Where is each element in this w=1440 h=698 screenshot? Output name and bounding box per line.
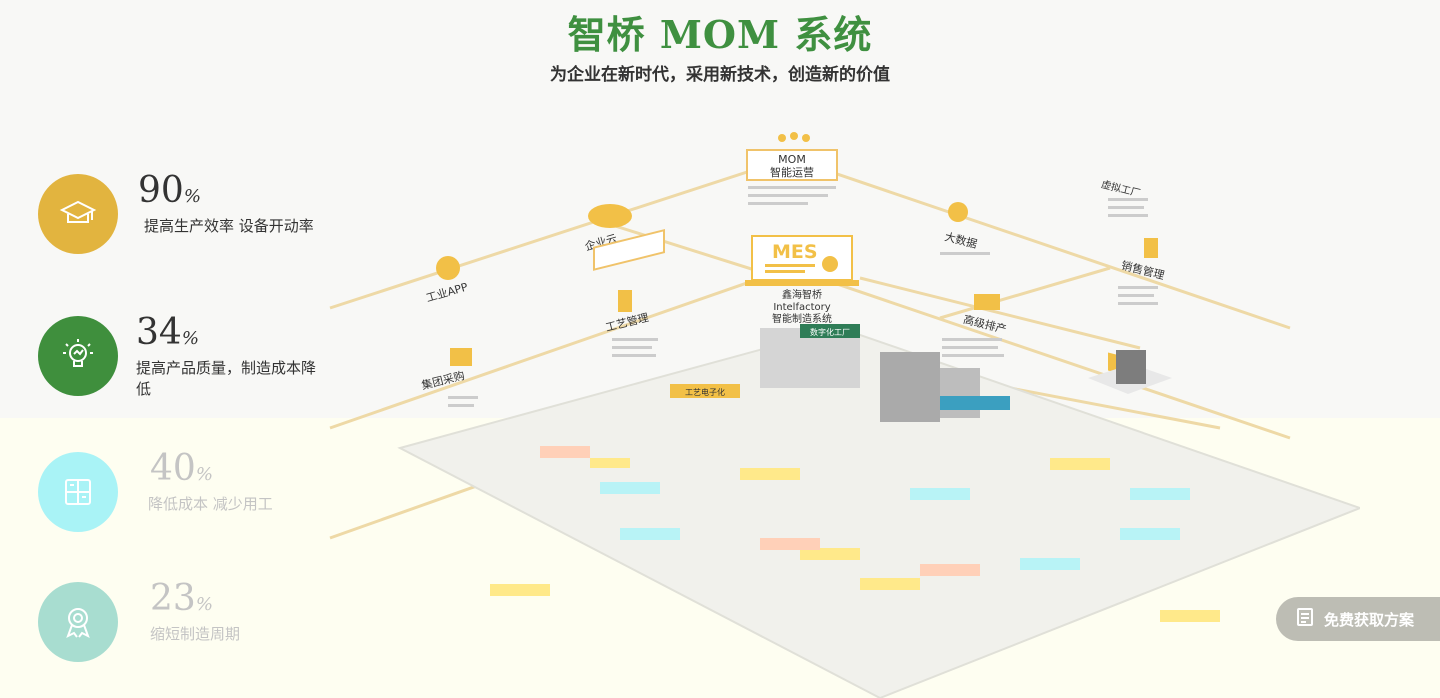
mom-system-diagram: MOM 智能运营 MES 鑫海智桥 Intelfactory 智能制造系统 企业… (329, 132, 1360, 698)
mom-subtitle: 智能运营 (770, 165, 814, 179)
stat-value: 34% (136, 312, 199, 353)
mes-line2: Intelfactory (773, 302, 830, 313)
stat-cycle: 23% 缩短制造周期 (38, 578, 338, 664)
lightbulb-icon (38, 316, 118, 396)
document-icon (1296, 607, 1314, 631)
svg-text:工艺管理: 工艺管理 (604, 310, 650, 334)
node-big-data: 大数据 (940, 202, 990, 255)
node-process-management: 工艺管理 (593, 228, 665, 357)
get-free-plan-button[interactable]: 免费获取方案 (1276, 597, 1440, 641)
svg-text:高级排产: 高级排产 (962, 312, 1008, 336)
mes-card: MES 鑫海智桥 Intelfactory 智能制造系统 (745, 235, 859, 325)
mes-line3: 智能制造系统 (772, 312, 832, 325)
mom-title: MOM (778, 153, 806, 166)
svg-text:工业APP: 工业APP (425, 280, 470, 304)
page-title: 智桥 MOM 系统 (567, 12, 873, 57)
stat-efficiency: 90% 提高生产效率 设备开动率 (38, 170, 338, 256)
stat-description: 降低成本 减少用工 (148, 495, 273, 513)
mom-card: MOM 智能运营 (746, 132, 838, 205)
stat-description: 缩短制造周期 (150, 625, 241, 643)
stat-value: 23% (150, 578, 213, 619)
stat-cost: 40% 降低成本 减少用工 (38, 448, 338, 534)
building-icon (1088, 350, 1172, 394)
mes-title: MES (772, 241, 818, 263)
stat-value: 40% (150, 448, 213, 489)
mes-line1: 鑫海智桥 (782, 288, 822, 301)
factory-floor: 数字化工厂 工艺电子化 (397, 324, 1360, 698)
stat-value: 90% (138, 170, 201, 211)
svg-text:大数据: 大数据 (943, 229, 978, 251)
stat-description: 提高产品质量，制造成本降低 (136, 359, 317, 398)
svg-text:虚拟工厂: 虚拟工厂 (1100, 177, 1142, 199)
cta-label: 免费获取方案 (1324, 610, 1415, 629)
node-group-purchase: 集团采购 (420, 348, 478, 407)
stat-quality: 34% 提高产品质量，制造成本降低 (38, 312, 338, 398)
tag-craft-digital: 工艺电子化 (685, 387, 725, 397)
cost-box-icon (38, 452, 118, 532)
page-subtitle: 为企业在新时代，采用新技术，创造新的价值 (550, 65, 890, 85)
stat-description: 提高生产效率 设备开动率 (144, 217, 314, 235)
award-ribbon-icon (38, 582, 118, 662)
graduation-cap-icon (38, 174, 118, 254)
tag-digital-factory: 数字化工厂 (810, 327, 850, 337)
